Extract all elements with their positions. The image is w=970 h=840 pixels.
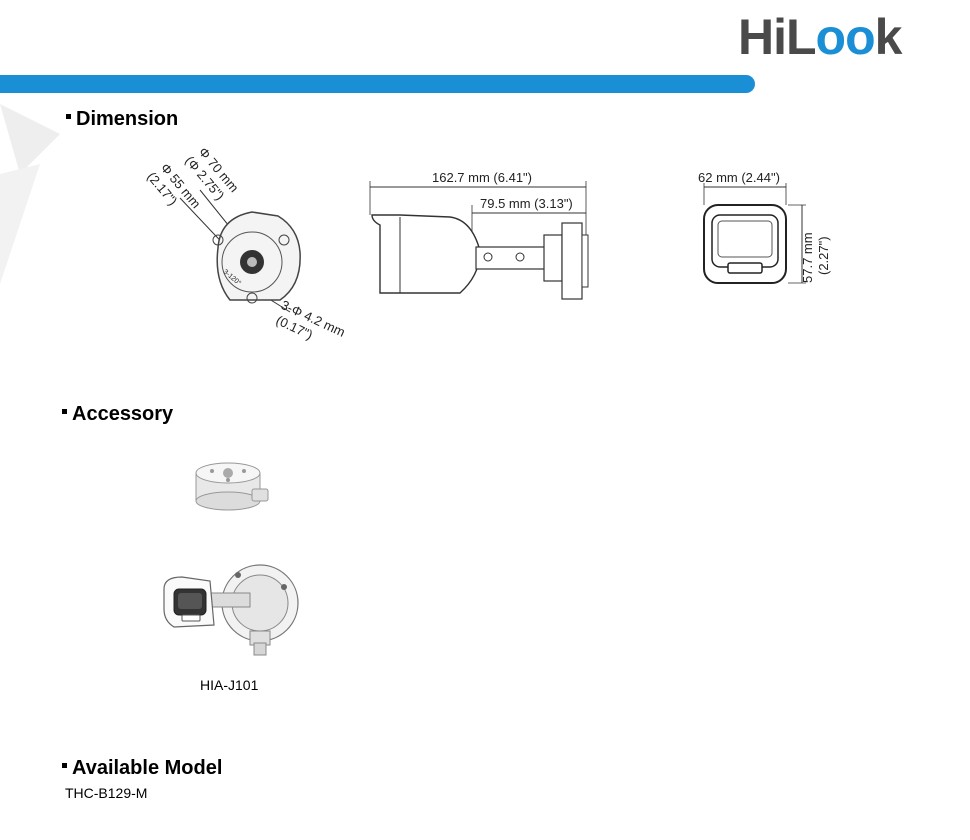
width-label: 62 mm (2.44") bbox=[698, 170, 780, 185]
bullet-icon bbox=[66, 114, 71, 120]
accessory-caption: HIA-J101 bbox=[200, 677, 259, 693]
length-label: 162.7 mm (6.41") bbox=[432, 170, 532, 185]
header-bar bbox=[0, 75, 755, 93]
junction-box-image bbox=[195, 462, 269, 511]
bullet-icon bbox=[62, 409, 67, 415]
height-label: 57.7 mm bbox=[800, 232, 815, 283]
logo-text: HiLook bbox=[738, 9, 902, 65]
bullet-icon bbox=[62, 763, 67, 769]
model-name: THC-B129-M bbox=[65, 785, 148, 801]
camera-on-junction-box-image bbox=[163, 564, 299, 656]
watermark-shape bbox=[0, 104, 60, 284]
front-view-drawing: Φ 70 mm (Φ 2.75") Φ 55 mm (2.17") 3-Φ 4.… bbox=[144, 144, 347, 342]
section-title-available-model: Available Model bbox=[62, 757, 222, 780]
back-view-drawing: 62 mm (2.44") 57.7 mm (2.27") bbox=[698, 170, 831, 284]
mount-label: 79.5 mm (3.13") bbox=[480, 196, 573, 211]
section-title-accessory: Accessory bbox=[62, 403, 173, 426]
brand-logo: HiLook bbox=[738, 8, 902, 66]
section-title-dimension: Dimension bbox=[66, 108, 178, 131]
side-view-drawing: 162.7 mm (6.41") 79.5 mm (3.13") bbox=[369, 170, 589, 300]
height-in-label: (2.27") bbox=[816, 236, 831, 275]
